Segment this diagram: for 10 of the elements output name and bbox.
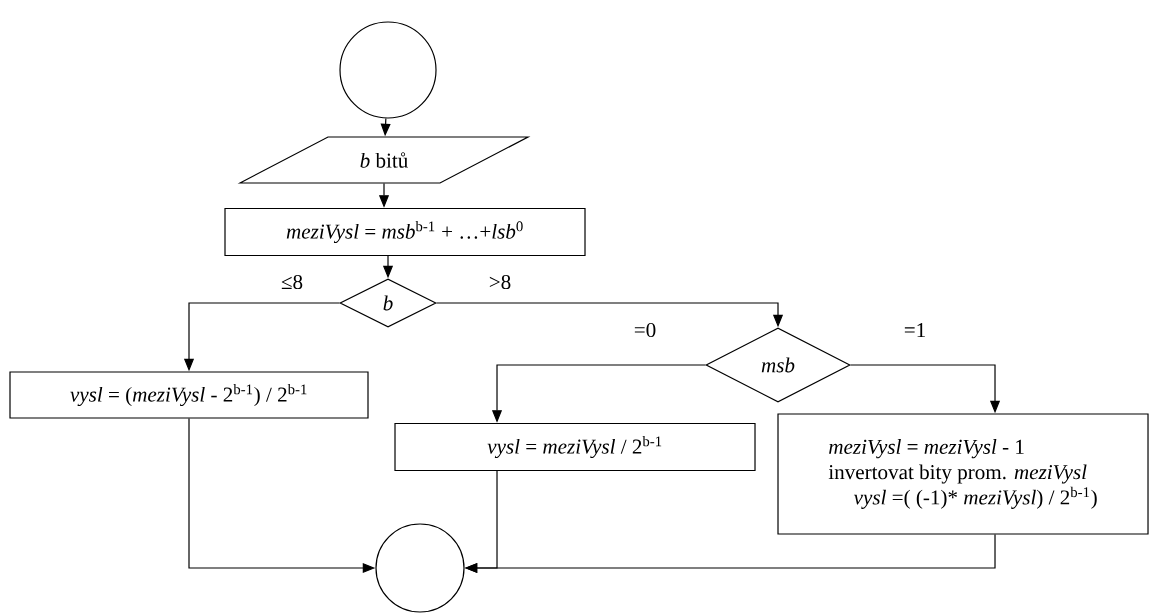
edge-label: ≤8: [279, 273, 305, 291]
terminal-circle: [375, 523, 465, 613]
edge-label: >8: [487, 273, 513, 291]
terminal-circle: [339, 21, 437, 119]
edge-label: =0: [632, 321, 658, 339]
process-box: meziVysl = meziVysl - 1 invertovat bity prom. meziVysl vysl =( (-1)* meziVysl) / 2$^{b-1}$): [777, 413, 1149, 535]
process-box: vysl = meziVysl / 2$^{b-1}$: [394, 422, 756, 472]
edge-label: =1: [902, 321, 928, 339]
process-box: vysl = (meziVysl - 2$^{b-1}$) / 2$^{b-1}$: [9, 371, 369, 419]
process-box: meziVysl = msb$^{b-1}$ + …+lsb$^{0}$: [224, 207, 586, 257]
